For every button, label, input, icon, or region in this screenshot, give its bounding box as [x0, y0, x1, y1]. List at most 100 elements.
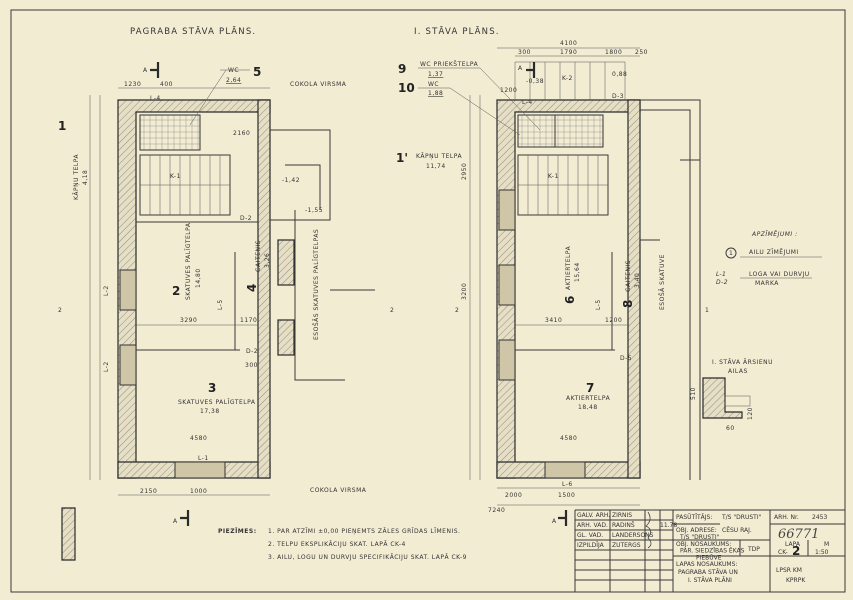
partition: [136, 221, 258, 351]
date: 11.78: [660, 522, 677, 529]
room-area: 15,64: [574, 262, 581, 282]
window: [498, 339, 516, 381]
legend-text: AILU ZĪMĒJUMI: [749, 249, 799, 256]
window-L-1: [174, 461, 226, 479]
title-block: GALV. ARH. ARH. VAD. GL. VAD. IZPILDĪJA …: [574, 509, 845, 592]
sheet-number: 2: [792, 544, 800, 558]
organization: KPRPK: [786, 577, 806, 584]
dim: 4100: [560, 40, 577, 47]
stair-area: 11,74: [426, 163, 446, 170]
mark: D-2: [240, 215, 252, 222]
dim: 3200: [461, 283, 468, 300]
room-number: 1: [58, 119, 66, 133]
dim: 400: [160, 81, 173, 88]
axis-symbol: [725, 247, 737, 259]
dim: 1500: [558, 492, 575, 499]
mark: L-5: [595, 299, 602, 310]
basement-plan: PAGRABA STĀVA PLĀNS. 1230 400 2160 3290 …: [58, 26, 394, 526]
wall: [627, 99, 641, 479]
section-arrow: [180, 510, 190, 526]
mark: L-5: [217, 299, 224, 310]
wc-rooms: [517, 114, 604, 148]
small-detail: [61, 507, 76, 561]
stair-label: KĀPŅU TELPA: [73, 154, 80, 200]
room-number: 3: [208, 381, 216, 395]
room-name: SKATUVES PALĪGTELPA: [185, 222, 192, 300]
dim: 2950: [461, 163, 468, 180]
wc-room: [139, 114, 201, 151]
legend-symbol: 1: [729, 250, 733, 257]
organization: LPSR KM: [776, 567, 802, 574]
callout-area: 1,88: [428, 90, 443, 97]
callout-label: WC PRIEKŠTELPA: [420, 61, 479, 68]
corridor-wall: [639, 99, 701, 480]
stair-K-2: [514, 61, 626, 100]
level-mark: 0,88: [612, 71, 627, 78]
room-name: GAITENIS: [255, 240, 262, 272]
mark: L-1: [198, 455, 209, 462]
section-mark-a: A: [552, 518, 557, 525]
dim: 60: [726, 425, 735, 432]
level-mark: -1,55: [305, 207, 323, 214]
section-mark-a: A: [143, 67, 148, 74]
column: [277, 319, 295, 356]
room-number: 4: [245, 284, 259, 292]
stair-code: K-2: [562, 75, 573, 82]
note-item: 1. PAR ATZĪMI ±0,00 PIEŅEMTS ZĀLES GRĪDA…: [268, 528, 460, 535]
dim: 300: [518, 49, 531, 56]
drawing-number: 66771: [778, 527, 819, 542]
role: GALV. ARH.: [577, 512, 610, 519]
room-number: 1': [396, 151, 408, 165]
dim: 1170: [240, 317, 257, 324]
legend-underline: [740, 256, 822, 279]
dim: 1200: [605, 317, 622, 324]
label: PASŪTĪTĀJS:: [676, 514, 712, 521]
note-item: 3. AILU, LOGU UN DURVJU SPECIFIKĀCIJU SK…: [268, 554, 467, 561]
legend-text: MARKA: [755, 280, 779, 287]
room-area: 3,40: [634, 273, 641, 288]
sheet-prefix: CK-: [778, 549, 788, 556]
wall-opening-detail: I. STĀVA ĀRSIENU AILAS 510 60 120: [61, 359, 773, 561]
name: LANDERSONS: [612, 532, 654, 539]
note-item: 2. TELPU EKSPLIKĀCIJU SKAT. LAPĀ CK-4: [268, 541, 406, 548]
label: LAPA: [785, 541, 801, 548]
sheet-frame: [10, 9, 846, 593]
dim: 4580: [190, 435, 207, 442]
label: M: [824, 541, 829, 548]
notes: PIEZĪMES: 1. PAR ATZĪMI ±0,00 PIEŅEMTS Z…: [218, 528, 467, 561]
dim: 1000: [190, 488, 207, 495]
role: GL. VAD.: [577, 532, 603, 539]
mark: L-4: [522, 99, 533, 106]
room-name: SKATUVES PALĪGTELPA: [178, 399, 256, 406]
drawing-title: I. STĀVA PLĀNI: [688, 577, 732, 584]
section-arrow: [558, 510, 568, 526]
window-L-2: [119, 269, 137, 311]
stair-code: K-1: [170, 173, 181, 180]
room-area: 18,48: [578, 404, 598, 411]
stair-area: 4,18: [82, 170, 89, 185]
section-mark-2: 2: [58, 307, 62, 314]
mark: L-2: [103, 361, 110, 372]
leader-line: [418, 67, 541, 136]
detail-title: I. STĀVA ĀRSIENU: [712, 359, 773, 366]
drawing-title: PAGRABA STĀVA UN: [678, 569, 738, 576]
legend-symbol: D-2: [716, 279, 728, 286]
dim: 4580: [560, 435, 577, 442]
dim: 7240: [488, 507, 505, 514]
mark: D-5: [620, 355, 632, 362]
ground-title: I. STĀVA PLĀNS.: [414, 26, 500, 37]
room-number: 8: [621, 300, 635, 308]
callout-label: WC: [228, 67, 239, 74]
dim: 300: [245, 362, 258, 369]
window-L-2: [119, 344, 137, 386]
section-mark-a: A: [518, 65, 523, 72]
room-number: 7: [586, 381, 594, 395]
window: [498, 264, 516, 306]
dim: 1790: [560, 49, 577, 56]
dim: 1200: [500, 87, 517, 94]
role: IZPILDĪJA: [577, 542, 605, 549]
detail-title: AILAS: [728, 368, 748, 375]
dim: 1230: [124, 81, 141, 88]
dim: 3290: [180, 317, 197, 324]
